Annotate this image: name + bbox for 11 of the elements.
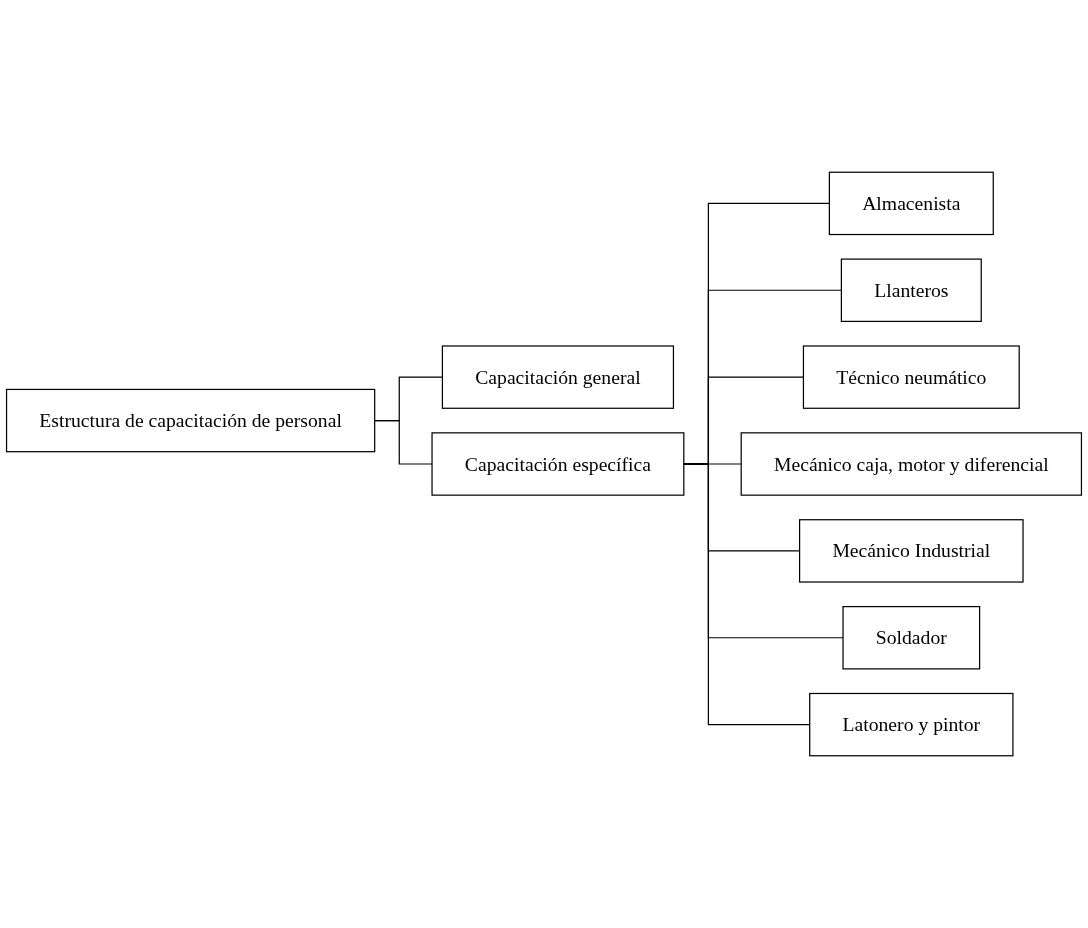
- connector: [374, 419, 433, 465]
- node-box: Técnico neumático: [802, 345, 1020, 409]
- node-box: Latonero y pintor: [809, 692, 1014, 757]
- node-box: Mecánico caja, motor y diferencial: [740, 432, 1083, 496]
- node-box: Estructura de capacitación de personal: [5, 388, 376, 453]
- node-box: Llanteros: [840, 258, 982, 322]
- node-box: Capacitación específica: [431, 432, 685, 496]
- node-box: Capacitación general: [441, 345, 675, 409]
- node-box: Soldador: [842, 606, 981, 670]
- node-box: Mecánico Industrial: [799, 519, 1024, 583]
- node-box: Almacenista: [828, 171, 994, 236]
